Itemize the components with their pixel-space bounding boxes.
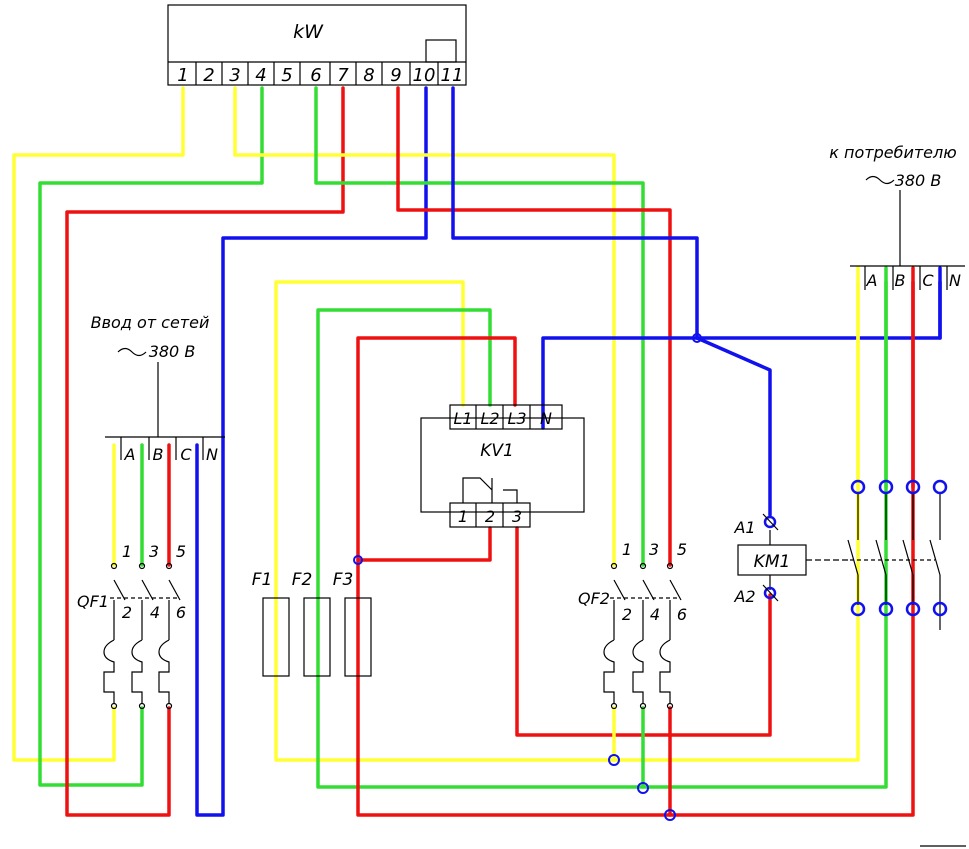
wire-yellow-f1-kv1 [274, 280, 860, 762]
wire-green-meter4-qf1 [38, 86, 264, 787]
fuses: F1 F2 F3 [252, 570, 372, 677]
wire-red-f3-kv1 [356, 280, 915, 817]
output-bus: к потребителю 380 В A B C N [829, 143, 965, 290]
wire-red-meter7-qf1 [65, 86, 345, 817]
fuse-F2-label: F2 [292, 570, 313, 590]
input-voltage: 380 В [149, 342, 196, 361]
input-phase-B: B [153, 445, 164, 464]
wire-blue-meter11-outputN [451, 86, 699, 340]
meter-terminal-5: 5 [281, 65, 292, 86]
input-phase-A: A [124, 445, 136, 464]
output-phase-C: C [922, 271, 934, 290]
kv1-contact-2: 2 [485, 507, 495, 526]
fuse-F3 [344, 597, 372, 677]
input-phase-C: C [180, 445, 192, 464]
wire-red-meter9-qf2 [396, 86, 672, 567]
meter-block: kW 1 2 3 4 5 6 7 8 9 10 11 [167, 4, 467, 86]
wire-blue-meter10-inputN [195, 86, 428, 817]
wire-green-f2-kv1 [316, 280, 888, 789]
fuse-F1 [262, 597, 290, 677]
kv1-in-L2: L2 [480, 409, 499, 428]
wire-red-kv1-2 [356, 526, 492, 562]
breaker-qf1: QF1 1 3 5 2 4 6 [77, 542, 186, 710]
output-phase-N: N [949, 271, 961, 290]
relay-kv1: L1 L2 L3 N KV1 1 2 3 [420, 404, 585, 528]
fuse-F3-label: F3 [333, 570, 354, 590]
qf2-name: QF2 [578, 589, 610, 608]
meter-title: kW [293, 21, 324, 43]
input-bus: Ввод от сетей 380 В A B C N [91, 313, 225, 464]
output-phase-B: B [895, 271, 906, 290]
km1-a2-label: A2 [733, 587, 755, 606]
breaker-qf2: QF2 1 3 5 2 4 6 [578, 540, 687, 710]
qf2-pin-5: 5 [677, 540, 687, 559]
wire-blue-output-N [541, 280, 942, 430]
output-ac-symbol [865, 175, 895, 185]
qf1-pin-4: 4 [150, 603, 160, 622]
wire-yellow-meter1-qf1 [12, 86, 185, 762]
meter-terminal-6: 6 [310, 65, 321, 86]
meter-terminal-7: 7 [337, 65, 349, 86]
qf2-pin-1: 1 [622, 540, 632, 559]
qf2-pin-2: 2 [622, 605, 632, 624]
wire-green-meter6-qf2 [314, 86, 645, 567]
qf1-pin-2: 2 [122, 603, 132, 622]
kv1-name: KV1 [480, 441, 514, 461]
qf1-pin-1: 1 [122, 542, 132, 561]
output-voltage: 380 В [895, 171, 942, 190]
fuse-F1-label: F1 [252, 570, 273, 590]
km1-a1-label: A1 [733, 518, 755, 537]
meter-terminal-3: 3 [229, 65, 240, 86]
kv1-in-N: N [540, 409, 552, 428]
qf1-pin-5: 5 [176, 542, 186, 561]
output-caption: к потребителю [829, 143, 956, 162]
input-caption: Ввод от сетей [91, 313, 210, 332]
qf2-pin-3: 3 [649, 540, 659, 559]
qf2-pin-4: 4 [650, 605, 660, 624]
meter-terminal-dividers [195, 62, 439, 85]
kv1-in-L1: L1 [453, 409, 472, 428]
meter-terminal-1: 1 [177, 65, 188, 86]
qf2-pin-6: 6 [677, 605, 687, 624]
meter-terminal-10: 10 [413, 65, 436, 86]
wire-blue-to-km1-a1 [695, 336, 772, 517]
wire-junctions [353, 333, 702, 821]
meter-terminal-4: 4 [255, 65, 266, 86]
output-phase-A: A [866, 271, 878, 290]
km1-name: KM1 [754, 552, 791, 572]
qf1-pin-3: 3 [149, 542, 159, 561]
wire-yellow-meter3-qf2 [233, 86, 616, 567]
kv1-in-L3: L3 [507, 409, 526, 428]
kv1-contact-1: 1 [458, 507, 468, 526]
meter-terminal-labels: 1 2 3 4 5 6 7 8 9 10 11 [177, 65, 463, 86]
kv1-contact-3: 3 [512, 507, 522, 526]
meter-terminal-8: 8 [363, 65, 374, 86]
kv1-contact-symbol [462, 477, 518, 503]
qf1-pin-6: 6 [176, 603, 186, 622]
input-phase-N: N [206, 445, 218, 464]
contactor-km1: A1 A2 KM1 [733, 479, 948, 630]
fuse-F2 [303, 597, 331, 677]
qf1-name: QF1 [77, 592, 109, 611]
input-ac-symbol [117, 347, 147, 357]
meter-terminal-11: 11 [441, 65, 464, 86]
meter-terminal-9: 9 [390, 65, 401, 86]
meter-terminal-2: 2 [203, 65, 214, 86]
